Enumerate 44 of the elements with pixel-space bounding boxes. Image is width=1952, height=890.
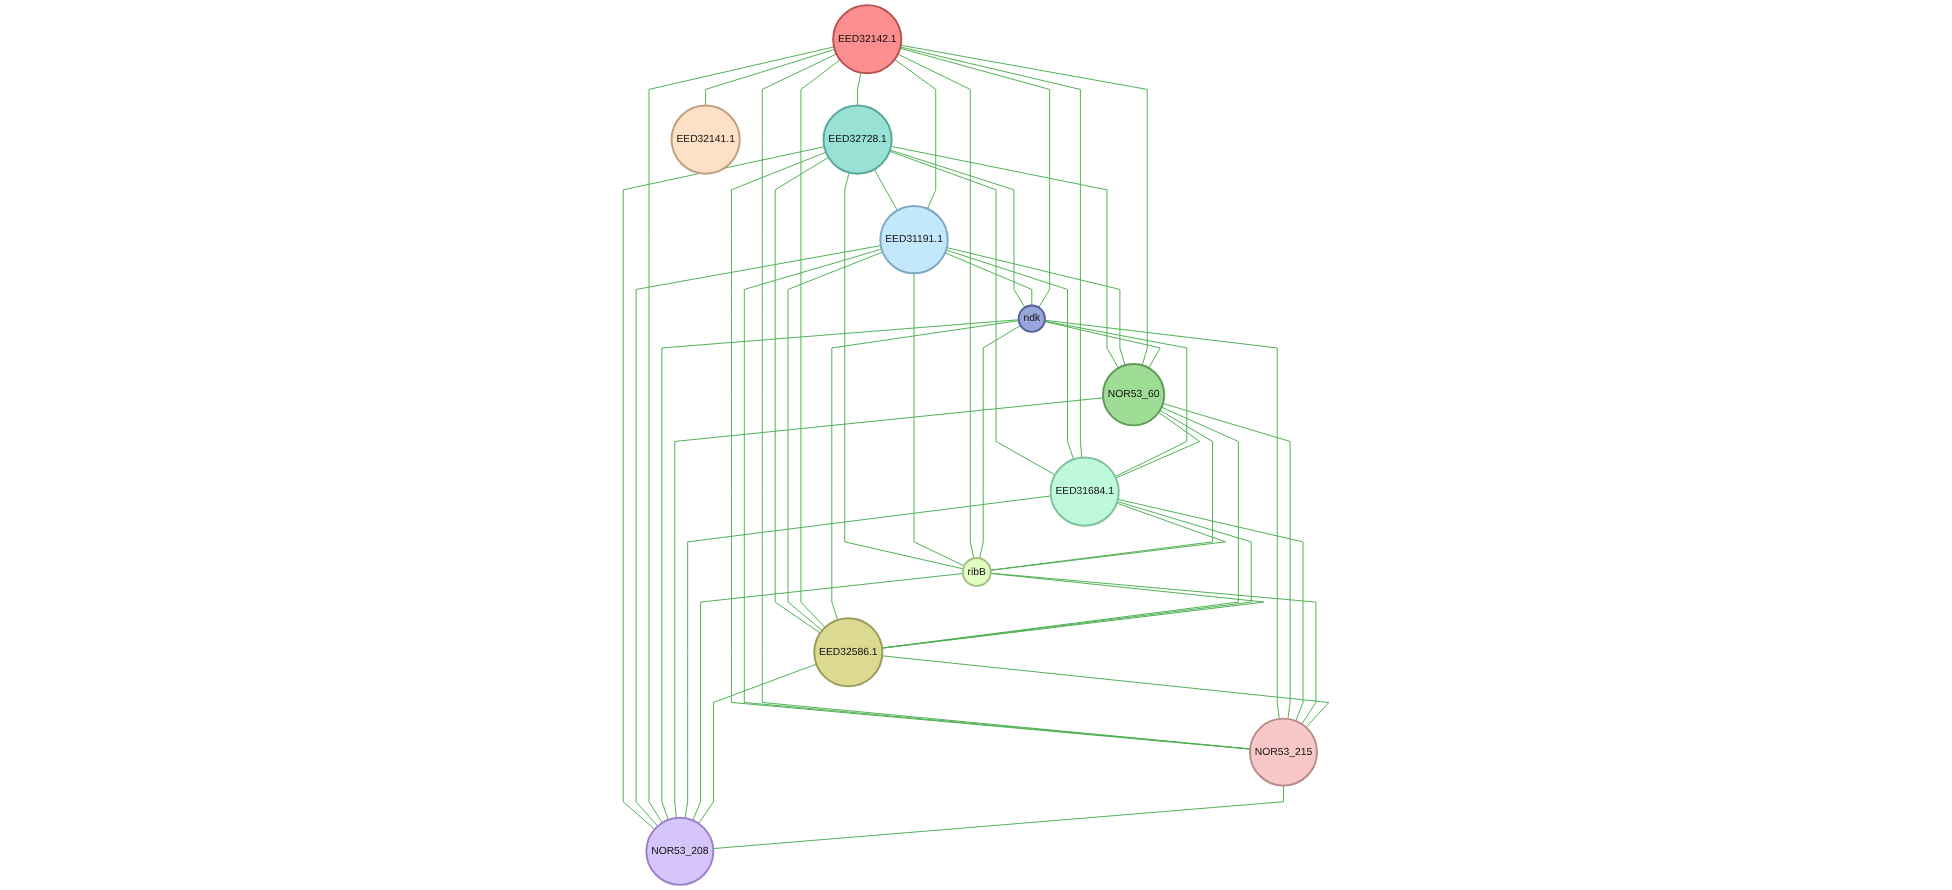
connector bbox=[894, 58, 937, 210]
connector bbox=[705, 48, 836, 107]
connector bbox=[979, 325, 1021, 559]
connector bbox=[1044, 320, 1188, 478]
connector bbox=[881, 655, 1330, 728]
connector bbox=[1117, 498, 1304, 722]
connector bbox=[857, 72, 862, 107]
connector bbox=[946, 247, 1126, 366]
connector bbox=[831, 320, 1020, 621]
connector bbox=[890, 145, 1119, 369]
connector bbox=[698, 663, 817, 825]
connector bbox=[899, 46, 1083, 459]
connector bbox=[684, 495, 1052, 819]
connector bbox=[990, 572, 1317, 725]
connector bbox=[881, 572, 1265, 649]
connector bbox=[1044, 321, 1161, 369]
connector bbox=[1044, 319, 1280, 720]
connector bbox=[787, 251, 884, 631]
connector bbox=[800, 59, 841, 628]
connector bbox=[889, 149, 1026, 308]
connector bbox=[1162, 403, 1291, 720]
connector bbox=[774, 156, 829, 634]
connector bbox=[945, 249, 1075, 460]
connector bbox=[712, 785, 1284, 850]
connector bbox=[1115, 411, 1201, 479]
connector bbox=[900, 44, 1148, 366]
connector bbox=[761, 53, 1251, 750]
connector bbox=[674, 397, 1104, 819]
connector bbox=[899, 47, 1051, 308]
connector bbox=[661, 319, 1020, 821]
connector bbox=[622, 146, 825, 830]
connector bbox=[730, 151, 1251, 750]
connector bbox=[873, 168, 898, 211]
connector bbox=[913, 272, 965, 567]
connector bbox=[990, 502, 1226, 571]
connector bbox=[635, 245, 882, 827]
connector bbox=[844, 172, 964, 570]
connector bbox=[743, 248, 1251, 750]
connector bbox=[648, 46, 835, 824]
connector bbox=[944, 252, 1033, 307]
connector bbox=[897, 53, 975, 559]
connector bbox=[692, 573, 964, 821]
connector bbox=[990, 409, 1214, 571]
connector bbox=[889, 150, 1056, 476]
